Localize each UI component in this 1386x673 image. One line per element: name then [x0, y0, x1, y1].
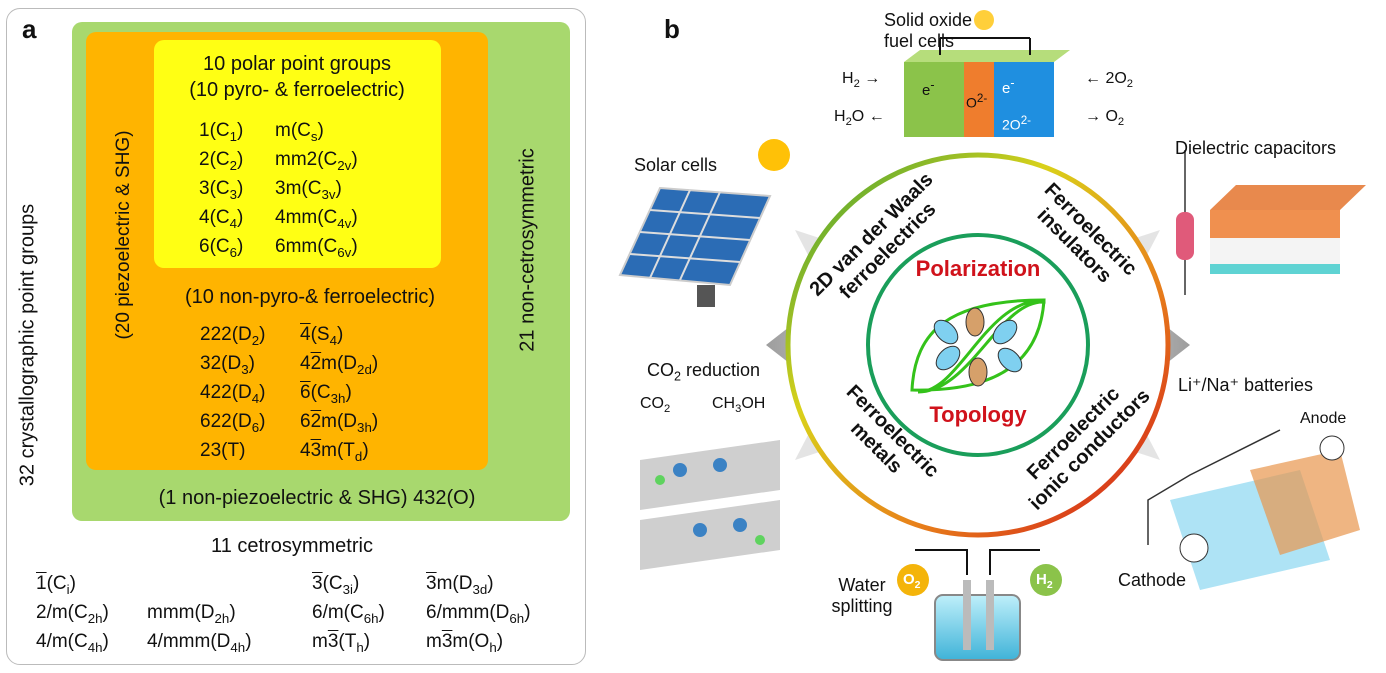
nonpyro-col2: 4(S4) 42m(D2d) 6(C3h) 62m(D3h) 43m(Td): [300, 325, 378, 470]
co2-to: CH3OH: [712, 395, 766, 416]
nonpiezo-line: (1 non-piezoelectric & SHG) 432(O): [158, 487, 476, 509]
panel-b-label: b: [664, 14, 680, 44]
nonpyro-item: 422(D4): [200, 382, 266, 406]
polar-item: 3m(C3v): [275, 178, 342, 202]
polar-item: m(Cs): [275, 120, 324, 144]
fc-oxide-ion: O2-: [966, 92, 988, 111]
nonpyro-item: 62m(D3h): [300, 411, 379, 435]
panel-a-frame: [6, 8, 586, 665]
solar-label: Solar cells: [634, 155, 718, 175]
o2-badge: O2: [903, 571, 921, 591]
solar-panel-illustration: [618, 139, 790, 307]
fc-h2: H2 →: [842, 70, 881, 91]
anode-label: Anode: [1300, 410, 1347, 427]
centro-item: 1(Ci): [36, 573, 76, 597]
fc-2o2: ← 2O2: [1085, 70, 1134, 91]
dipole-cluster: [933, 307, 1023, 387]
polar-item: mm2(C2v): [275, 149, 358, 173]
polar-item: 3(C3): [199, 178, 244, 202]
centro-item: 4/m(C4h): [36, 631, 109, 655]
polar-col2: m(Cs) mm2(C2v) 3m(C3v) 4mm(C4v) 6mm(C6v): [275, 121, 358, 266]
centro-item: 4/mmm(D4h): [147, 631, 252, 655]
nonpyro-item: 4(S4): [300, 324, 344, 348]
nonpyro-col1: 222(D2) 32(D3) 422(D4) 622(D6) 23(T): [200, 325, 265, 470]
co2-illustration: [640, 440, 780, 570]
polar-box: [154, 40, 441, 268]
polar-col1: 1(C1) 2(C2) 3(C3) 4(C4) 6(C6): [199, 121, 243, 266]
polar-item: 1(C1): [199, 120, 244, 144]
fc-o2: → O2: [1085, 108, 1125, 129]
polar-item: 6(C6): [199, 236, 244, 260]
centro-title: 11 cetrosymmetric: [211, 535, 373, 557]
centro-item: 3m(D3d): [426, 573, 494, 597]
fc-electron-left: e-: [922, 78, 935, 99]
piezo-label: (20 piezoelectric & SHG): [113, 130, 134, 340]
co2-label: CO2 reduction: [647, 360, 761, 384]
dielectric-label: Dielectric capacitors: [1175, 138, 1337, 158]
polar-title: 10 polar point groups: [203, 53, 391, 75]
centro-item: m3m(Oh): [426, 631, 504, 655]
fc-h2o: H2O ←: [834, 108, 885, 129]
nonpyro-item: 222(D2): [200, 324, 266, 348]
polar-subtitle: (10 pyro- & ferroelectric): [189, 79, 405, 101]
panel-b-graphic: [618, 10, 1366, 661]
fc-electron-right: e-: [1002, 76, 1015, 97]
nonpyro-item: 23(T): [200, 440, 246, 461]
h2-badge: H2: [1036, 571, 1053, 591]
polar-item: 2(C2): [199, 149, 244, 173]
water-splitting-illustration: [897, 549, 1062, 661]
nonpyro-title: (10 non-pyro-& ferroelectric): [184, 286, 436, 308]
fuel-cell-illustration: [904, 10, 1070, 137]
polar-item: 6mm(C6v): [275, 236, 358, 260]
batteries-label: Li⁺/Na⁺ batteries: [1178, 375, 1314, 395]
nonpyro-item: 622(D6): [200, 411, 266, 435]
polar-item: 4(C4): [199, 207, 244, 231]
nonpyro-item: 43m(Td): [300, 440, 369, 464]
polar-item: 4mm(C4v): [275, 207, 358, 231]
co2-from: CO2: [640, 395, 671, 416]
battery-illustration: [1147, 429, 1360, 590]
centro-item: mmm(D2h): [147, 602, 236, 626]
centro-item: m3(Th): [312, 631, 371, 655]
nonpyro-item: 42m(D2d): [300, 353, 379, 377]
polarization-label: Polarization: [915, 256, 1041, 281]
fc-2oxide-ion: 2O2-: [1002, 114, 1032, 133]
non-centro-label: 21 non-cetrosymmetric: [516, 148, 539, 352]
centro-item: 6/m(C6h): [312, 602, 385, 626]
nonpyro-item: 6(C3h): [300, 382, 352, 406]
centro-item: 3(C3i): [312, 573, 360, 597]
cathode-label: Cathode: [1118, 570, 1187, 590]
centro-item: 6/mmm(D6h): [426, 602, 531, 626]
crystallographic-label: 32 crystallographic point groups: [16, 203, 39, 487]
topology-label: Topology: [929, 402, 1027, 427]
capacitor-illustration: [1176, 150, 1366, 295]
inner-ring: [866, 233, 1090, 457]
centro-item: 2/m(C2h): [36, 602, 109, 626]
nonpyro-item: 32(D3): [200, 353, 255, 377]
panel-a-label: a: [22, 14, 37, 44]
